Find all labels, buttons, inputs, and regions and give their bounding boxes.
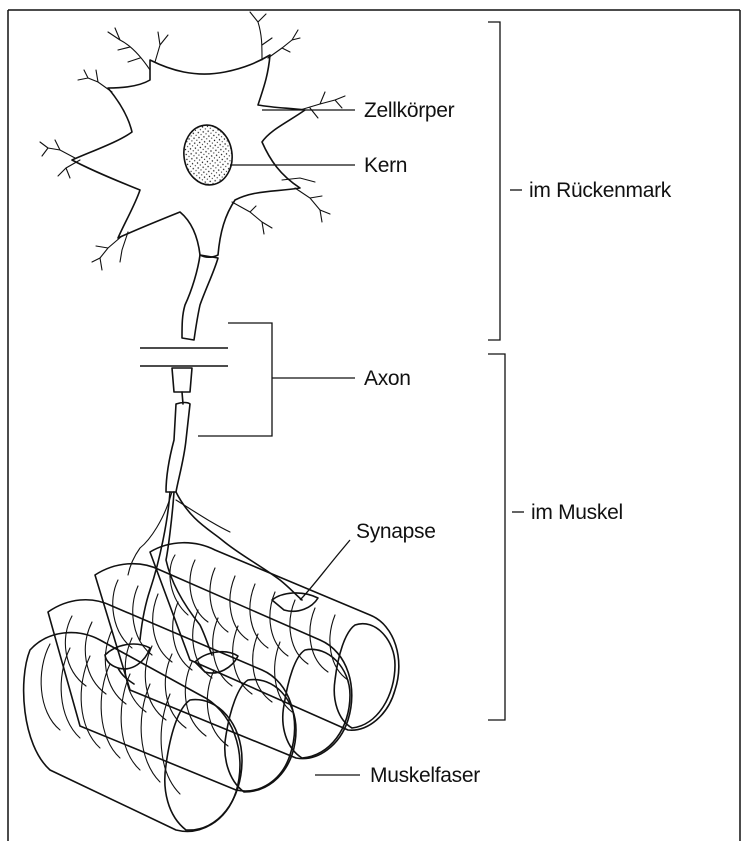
label-synapse: Synapse [356, 520, 436, 543]
label-nucleus: Kern [364, 154, 407, 177]
muscle-fibers [24, 543, 399, 832]
page-border [8, 10, 740, 841]
label-cell-body: Zellkörper [364, 99, 455, 122]
label-muscle-fiber: Muskelfaser [370, 764, 480, 787]
label-muscle: im Muskel [531, 501, 623, 524]
label-spinal-cord: im Rückenmark [529, 179, 672, 202]
nucleus [180, 122, 236, 188]
annotations [198, 22, 524, 775]
label-axon: Axon [364, 367, 411, 390]
axon [128, 255, 302, 655]
